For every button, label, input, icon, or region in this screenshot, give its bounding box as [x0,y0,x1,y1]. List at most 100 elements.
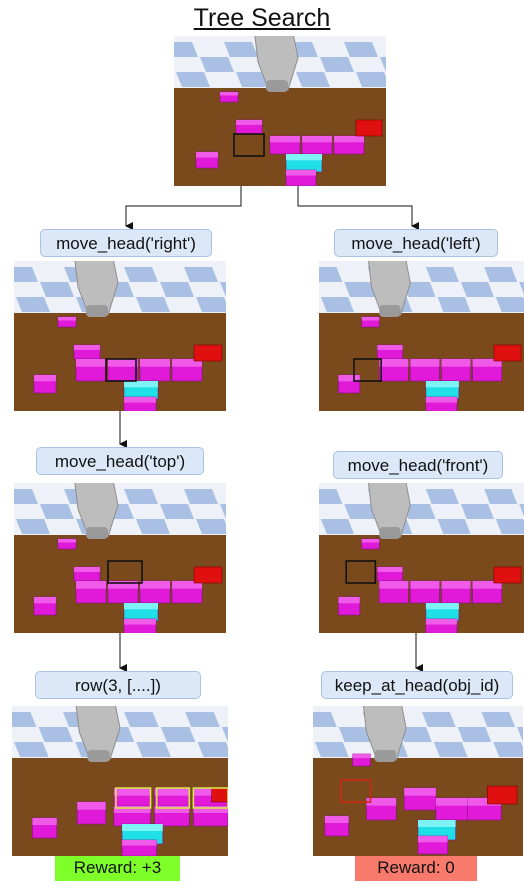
block-top [140,359,170,367]
sky-tile [184,267,218,282]
block-top [124,397,156,403]
node-move-head-right: move_head('right') [40,229,212,257]
edge-root-left [297,186,419,230]
block-top [172,359,202,367]
sky-tile [313,712,337,727]
sky-tile [344,42,378,57]
block-top [270,136,300,143]
block-top [338,597,360,604]
sky-tile [185,712,220,727]
block-top [193,806,228,813]
block-top [154,806,190,813]
sky-tile [12,712,37,727]
sky-tile [40,504,74,519]
sky-tile [220,504,226,519]
sky-tile [124,489,158,504]
sky-tile [460,504,494,519]
block-top [302,136,332,143]
robot-arm [362,706,407,761]
block-top [74,567,100,572]
sky-tile [14,742,49,757]
sky-tile [460,282,494,297]
block-top [352,754,371,759]
block-top [404,788,436,796]
sky-tile [136,519,170,534]
robot-gripper [374,750,397,762]
sky-tile [495,297,524,312]
head-highlight-box [233,133,265,157]
block-top [108,581,138,589]
sky-tile [380,57,386,72]
sky-tile [493,742,523,757]
scene-image [319,261,524,411]
node-row: row(3, [....]) [35,671,201,699]
block-top [124,619,156,625]
head-highlight-box [345,560,377,584]
red-block [487,785,518,805]
sky-tile [320,57,354,72]
sky-tile [402,282,436,297]
scene-right [14,261,226,411]
reward-positive-badge: Reward: +3 [55,855,180,881]
head-highlight-box [353,358,382,382]
node-move-head-front: move_head('front') [333,451,503,479]
sky-tile [338,727,373,742]
robot-gripper [87,750,110,762]
scene-keep [313,706,523,856]
sky-tile [200,57,234,72]
block-top [58,317,76,321]
sky-tile [14,267,38,282]
red-block [493,344,522,362]
sky-tile [344,282,378,297]
sky-tile [320,297,354,312]
block-top [108,359,138,367]
robot-arm [74,483,119,538]
red-block [355,119,383,137]
sky-tile [425,267,459,282]
block-top [220,92,238,96]
block-top [472,359,502,367]
robot-arm [368,261,411,316]
node-keep-at-head: keep_at_head(obj_id) [321,671,513,699]
sky-tile [197,742,228,757]
block-top [425,381,459,388]
robot-gripper [266,80,288,92]
sky-tile [160,282,194,297]
block-top [286,170,316,176]
robot-arm [368,483,411,538]
block-top [236,120,262,125]
reward-zero-badge: Reward: 0 [355,855,477,881]
node-move-head-top: move_head('top') [36,447,204,475]
block-top [74,345,100,350]
sky-tile [16,519,50,534]
block-top [425,397,457,403]
sky-tile [136,297,170,312]
block-top [418,820,456,827]
sky-tile [320,519,354,534]
block-top [467,798,502,806]
sky-tile [124,267,158,282]
robot-gripper [379,305,401,317]
block-top [34,375,56,382]
sky-tile [136,742,171,757]
block-top [196,152,218,158]
sky-tile [160,727,196,742]
head-highlight-box [115,787,152,809]
block-top [441,581,471,589]
sky-tile [314,742,349,757]
sky-tile [433,742,468,757]
block-top [361,539,380,543]
sky-tile [221,727,228,742]
block-top [122,840,157,846]
edge-root-right [125,186,242,230]
scene-image [14,261,226,411]
sky-tile [196,297,226,312]
scene-image [12,706,228,856]
head-highlight-box [107,560,143,584]
block-top [286,154,322,161]
block-top [34,597,56,604]
block-top [361,317,380,321]
block-top [124,603,158,610]
block-top [334,136,364,143]
